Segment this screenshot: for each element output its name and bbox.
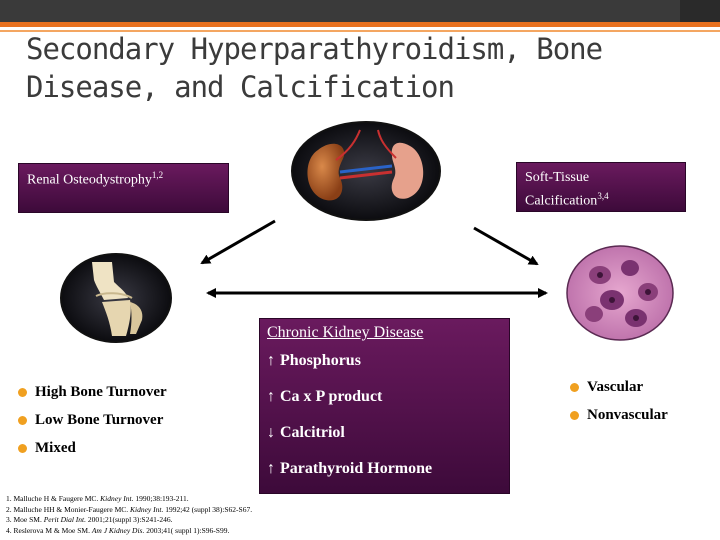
list-item-label: High Bone Turnover [35,383,167,400]
bullet-icon [570,410,579,420]
ckd-item-calcitriol: ↓ Calcitriol [267,424,509,460]
arrow-to-tissue [473,226,539,266]
list-item-label: Low Bone Turnover [35,411,164,428]
ckd-box: Chronic Kidney Disease ↑ Phosphorus ↑ Ca x… [259,318,510,494]
arrow-down-icon: ↓ [267,424,275,441]
references: 1. Malluche H & Faugere MC. Kidney Int. … [6,494,426,536]
list-item: High Bone Turnover [18,378,167,406]
calcification-label: Calcification [525,193,598,209]
bone-turnover-list: High Bone Turnover Low Bone Turnover Mix… [18,378,167,462]
list-item-label: Mixed [35,439,76,456]
ckd-item-label: Phosphorus [280,352,361,369]
calcification-list: Vascular Nonvascular [570,373,668,429]
reference-3: 3. Moe SM. Perit Dial Int. 2001;21(suppl… [6,515,173,524]
renal-osteodystrophy-box: Renal Osteodystrophy1,2 [18,163,229,213]
reference-4: 4. Reslerova M & Moe SM. Am J Kidney Dis… [6,525,230,535]
ckd-item-phosphorus: ↑ Phosphorus [267,352,509,388]
top-bar [0,0,720,22]
list-item-label: Vascular [587,378,644,395]
list-item: Low Bone Turnover [18,406,167,434]
kidneys-image [291,121,441,221]
list-item: Vascular [570,373,668,401]
ckd-item-label: Calcitriol [280,424,345,441]
arrow-to-bone [200,219,276,265]
soft-tissue-refs: 3,4 [597,191,609,201]
ckd-title: Chronic Kidney Disease [267,324,424,341]
ckd-item-ca-x-p: ↑ Ca x P product [267,388,509,424]
accent-line [0,22,720,27]
title-line-1: Secondary Hyperparathyroidism, Bone [26,32,603,66]
list-item-label: Nonvascular [587,406,668,423]
tissue-cells-image [566,245,674,341]
reference-2: 2. Malluche HH & Monier-Faugere MC. Kidn… [6,504,253,514]
bullet-icon [18,443,27,453]
list-item: Nonvascular [570,401,668,429]
accent-line-thin [0,30,720,32]
slide-title: Secondary Hyperparathyroidism, Bone Dise… [26,30,686,106]
bullet-icon [18,415,27,425]
soft-tissue-label: Soft-Tissue [525,170,590,185]
renal-osteodystrophy-label: Renal Osteodystrophy [27,172,152,188]
title-line-2: Disease, and Calcification [26,70,455,104]
ckd-item-label: Ca x P product [280,388,383,405]
knee-joint-image [60,253,172,343]
soft-tissue-calcification-box: Soft-Tissue Calcification3,4 [516,162,686,212]
bullet-icon [570,382,579,392]
ckd-item-pth: ↑ Parathyroid Hormone [267,460,509,496]
list-item: Mixed [18,434,167,462]
bullet-icon [18,387,27,397]
arrow-up-icon: ↑ [267,460,275,477]
ckd-item-label: Parathyroid Hormone [280,460,433,477]
top-bar-corner [680,0,720,22]
renal-osteodystrophy-refs: 1,2 [151,170,164,180]
arrow-up-icon: ↑ [267,352,275,369]
arrow-up-icon: ↑ [267,388,275,405]
reference-1: 1. Malluche H & Faugere MC. Kidney Int. … [6,494,189,503]
